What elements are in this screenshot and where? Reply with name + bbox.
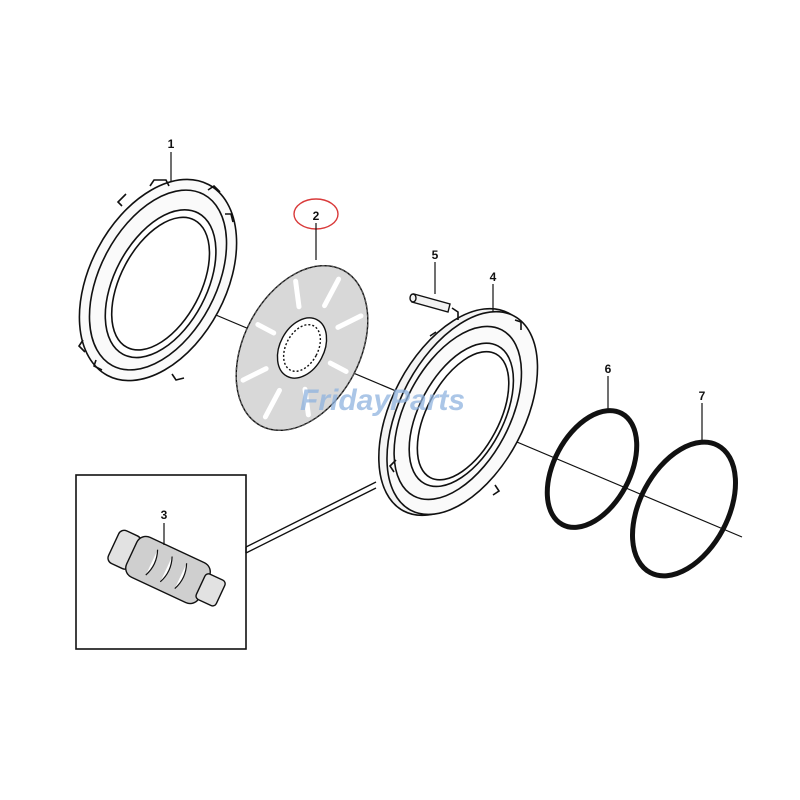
callout-6: 6 (605, 362, 612, 376)
watermark-part-a: Friday (300, 384, 391, 417)
part-1-clutch-plate[interactable] (47, 153, 268, 408)
part-4-piston-plate[interactable] (347, 283, 569, 543)
watermark: FridayParts (300, 384, 465, 417)
part-5-pin[interactable] (409, 293, 451, 313)
callout-7: 7 (699, 389, 706, 403)
callout-4: 4 (490, 270, 497, 284)
watermark-part-b: Parts (390, 384, 465, 417)
part-3-detail-box (75, 474, 377, 650)
callout-leaders (163, 152, 703, 545)
part-7-o-ring-large[interactable] (611, 425, 756, 593)
callout-2: 2 (313, 209, 320, 223)
callout-3: 3 (161, 508, 168, 522)
part-3-shaft-insert[interactable] (104, 525, 230, 615)
callout-5: 5 (432, 248, 439, 262)
callout-1: 1 (168, 137, 175, 151)
part-2-friction-disc[interactable] (209, 243, 394, 453)
part-6-o-ring-small[interactable] (529, 396, 655, 543)
